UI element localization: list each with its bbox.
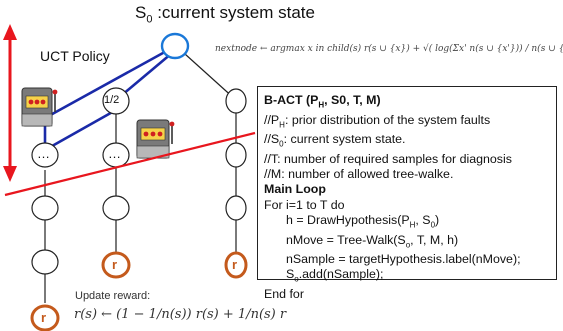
add-sample-line: So.add(nSample); (286, 267, 384, 284)
uct-policy-arrow (3, 24, 17, 182)
slot-machine-icon (21, 87, 58, 127)
draw-hypothesis-line: h = DrawHypothesis(PH, S0) (286, 212, 440, 230)
main-loop-heading: Main Loop (264, 182, 326, 197)
comment-m: //M: number of allowed tree-walke. (264, 167, 454, 182)
next-node-formula: nextnode ← argmax x in child(s) r(s ∪ {x… (215, 44, 563, 54)
for-line: For i=1 to T do (264, 197, 345, 212)
reward-node (101, 251, 131, 279)
node-half-label: 1/2 (104, 94, 120, 106)
update-reward-label: Update reward: (75, 290, 151, 302)
tree-node (31, 195, 59, 221)
tree-node-dots (31, 142, 59, 168)
slot-machine-icon (136, 119, 175, 159)
blue-path-cross (44, 108, 117, 152)
reward-update-formula: r(s) ← (1 − 1/n(s)) r(s) + 1/n(s) r (74, 307, 287, 322)
root-state-label: S0 :current system state (135, 3, 315, 26)
blue-path-left (44, 46, 173, 120)
reward-node-label: r (232, 257, 238, 272)
tree-node (102, 195, 130, 221)
red-cut-line (4, 131, 256, 197)
reward-node (224, 251, 248, 279)
comment-ph: //PH: prior distribution of the system f… (264, 112, 491, 130)
node-dots-label: … (108, 146, 121, 161)
end-for-line: End for (264, 287, 304, 302)
comment-s0: //S0: current system state. (264, 132, 406, 149)
tree-node-half (102, 87, 130, 115)
node-dots-label: … (37, 146, 50, 161)
tree-node (225, 195, 247, 221)
reward-node-label: r (112, 257, 118, 272)
tree-node (31, 249, 59, 275)
tree-node (225, 142, 247, 168)
uct-policy-label: UCT Policy (40, 48, 110, 64)
reward-node (30, 304, 60, 331)
algorithm-title: B-ACT (PH, S0, T, M) (264, 93, 381, 110)
algorithm-box: B-ACT (PH, S0, T, M) //PH: prior distrib… (257, 86, 557, 301)
comment-t: //T: number of required samples for diag… (264, 152, 512, 167)
root-node (160, 32, 190, 60)
reward-node-label: r (41, 310, 47, 325)
sample-line: nSample = targetHypothesis.label(nMove); (286, 252, 521, 267)
tree-walk-line: nMove = Tree-Walk(So, T, M, h) (286, 232, 459, 249)
tree-node (225, 88, 247, 114)
